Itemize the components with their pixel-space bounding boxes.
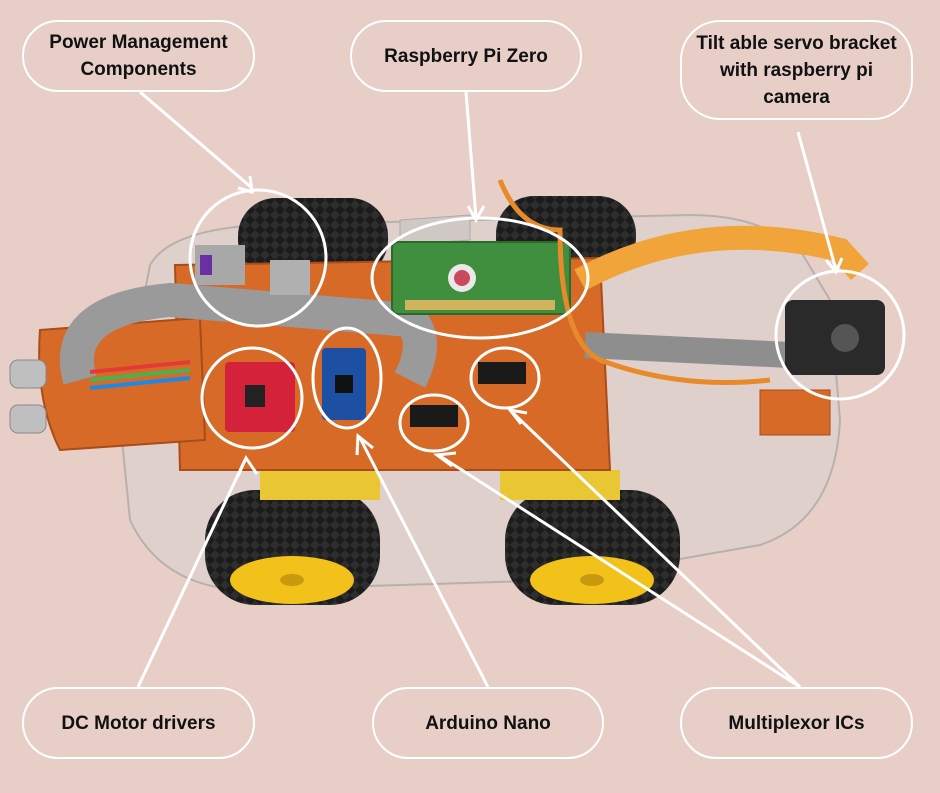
- callout-raspberry-pi: Raspberry Pi Zero: [350, 20, 582, 92]
- arduino-nano-board: [322, 348, 366, 420]
- nano-circle: [311, 326, 383, 430]
- multiplexor-chips: [410, 362, 526, 427]
- servo-camera: [785, 300, 885, 375]
- dc-circle: [200, 346, 304, 450]
- callout-nano-label: Arduino Nano: [425, 712, 551, 734]
- callout-dc-motor-drivers: DC Motor drivers: [22, 687, 255, 759]
- annotation-arrows: [136, 90, 844, 689]
- callout-power-label: Power Management Components: [49, 32, 228, 80]
- wheel-rear-left: [238, 198, 388, 278]
- callout-pi-label: Raspberry Pi Zero: [384, 45, 548, 67]
- callout-multiplexor: Multiplexor ICs: [680, 687, 913, 759]
- power-components: [195, 245, 310, 295]
- callout-servo-label: Tilt able servo bracket with raspberry p…: [696, 32, 897, 108]
- camera-ribbon: [574, 225, 869, 291]
- callout-servo-bracket: Tilt able servo bracket with raspberry p…: [680, 20, 913, 120]
- raspberry-pi-board: [391, 241, 571, 315]
- callout-dc-label: DC Motor drivers: [61, 712, 216, 734]
- ribbon-cable: [59, 282, 791, 390]
- highlight-circles: [188, 188, 906, 453]
- pi-circle: [370, 216, 590, 340]
- wheel-front-left: [205, 490, 380, 605]
- ultrasonic-sensor: [9, 359, 47, 434]
- callout-arduino-nano: Arduino Nano: [372, 687, 604, 759]
- servo-wire: [497, 179, 771, 385]
- callout-mux-label: Multiplexor ICs: [728, 712, 865, 734]
- servo-circle: [774, 269, 906, 401]
- mux-circle-1: [398, 393, 470, 453]
- power-circle: [188, 188, 328, 328]
- callout-power-management: Power Management Components: [22, 20, 255, 92]
- wheel-front-right: [505, 490, 680, 605]
- motor-driver-board: [225, 362, 295, 432]
- mux-circle-2: [469, 346, 541, 410]
